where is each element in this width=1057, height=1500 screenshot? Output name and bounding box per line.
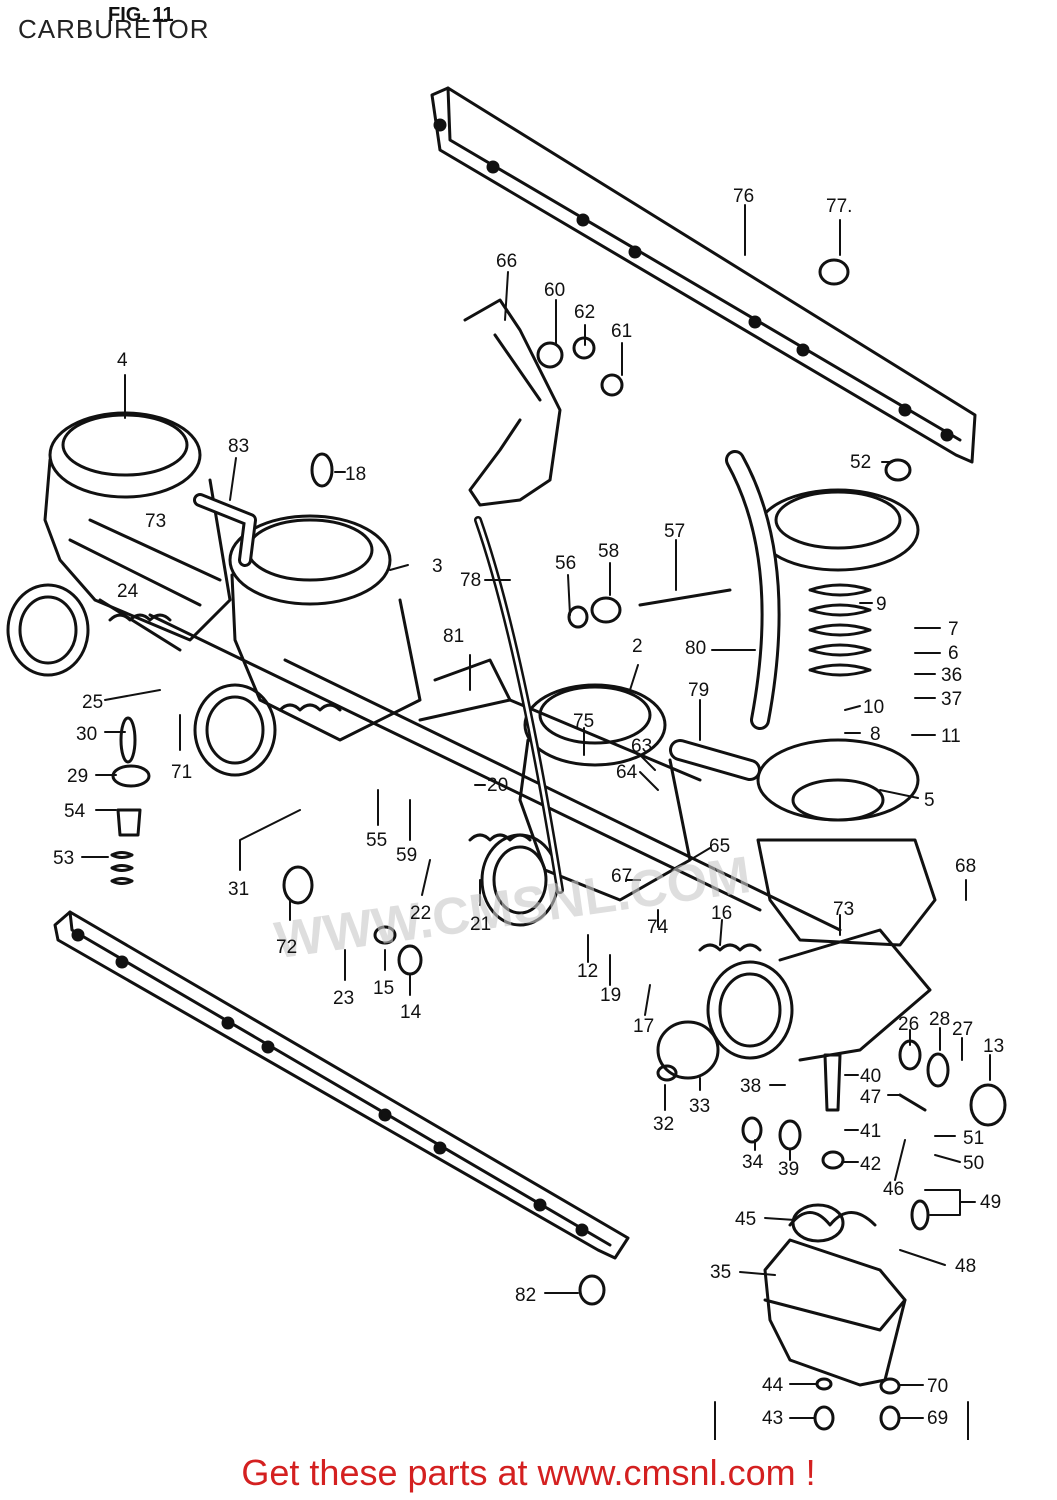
- label-71: 71: [171, 762, 192, 783]
- label-46: 46: [883, 1179, 904, 1200]
- label-15: 15: [373, 978, 394, 999]
- label-62: 62: [574, 302, 595, 323]
- label-83: 83: [228, 436, 249, 457]
- label-55: 55: [366, 830, 387, 851]
- label-47: 47: [860, 1087, 881, 1108]
- label-11: 11: [941, 726, 961, 747]
- label-79: 79: [688, 680, 709, 701]
- label-45: 45: [735, 1209, 756, 1230]
- label-76: 76: [733, 186, 754, 207]
- label-57: 57: [664, 521, 685, 542]
- label-48: 48: [955, 1256, 976, 1277]
- linkage-shafts: [148, 613, 842, 932]
- carburetor-1: [6, 411, 232, 677]
- label-26: 26: [898, 1014, 919, 1035]
- label-56: 56: [555, 553, 576, 574]
- label-73: 73: [145, 511, 166, 532]
- label-72: 72: [276, 937, 297, 958]
- label-33: 33: [689, 1096, 710, 1117]
- label-63: 63: [631, 736, 652, 757]
- carburetor-4: [698, 488, 937, 1062]
- label-38: 38: [740, 1076, 761, 1097]
- label-81: 81: [443, 626, 464, 647]
- label-37: 37: [941, 689, 962, 710]
- leader-lines: [81, 204, 991, 1440]
- float-bowl: [763, 1211, 907, 1387]
- label-53: 53: [53, 848, 74, 869]
- label-29: 29: [67, 766, 88, 787]
- label-23: 23: [333, 988, 354, 1009]
- label-35: 35: [710, 1262, 731, 1283]
- label-13: 13: [983, 1036, 1004, 1057]
- label-54: 54: [64, 801, 86, 822]
- label-58: 58: [598, 541, 619, 562]
- label-16: 16: [711, 903, 732, 924]
- label-12: 12: [577, 961, 598, 982]
- label-59: 59: [396, 845, 417, 866]
- label-34: 34: [742, 1152, 764, 1173]
- label-70: 70: [927, 1376, 948, 1397]
- carburetor-2: [193, 514, 422, 777]
- watermark-text: WWW.CMSNL.COM: [271, 846, 754, 970]
- label-14: 14: [400, 1002, 422, 1023]
- label-68: 68: [955, 856, 976, 877]
- label-25: 25: [82, 692, 103, 713]
- label-75: 75: [573, 711, 594, 732]
- label-24: 24: [117, 581, 139, 602]
- label-41: 41: [860, 1121, 881, 1142]
- label-5: 5: [924, 790, 935, 811]
- page-title: CARBURETOR: [18, 14, 210, 44]
- label-66: 66: [496, 251, 517, 272]
- label-36: 36: [941, 665, 962, 686]
- label-18: 18: [345, 464, 366, 485]
- label-42: 42: [860, 1154, 881, 1175]
- label-77: 77.: [826, 196, 852, 217]
- label-74: 74: [647, 917, 669, 938]
- figure-number: FIG. 11: [108, 4, 174, 26]
- label-3: 3: [432, 556, 443, 577]
- footer-link[interactable]: Get these parts at www.cmsnl.com !: [241, 1452, 816, 1493]
- label-31: 31: [228, 879, 249, 900]
- label-39: 39: [778, 1159, 799, 1180]
- label-27: 27: [952, 1019, 973, 1040]
- label-60: 60: [544, 280, 565, 301]
- hoses: [193, 450, 781, 894]
- label-17: 17: [633, 1016, 654, 1037]
- label-82: 82: [515, 1285, 536, 1306]
- label-43: 43: [762, 1408, 783, 1429]
- throttle-bracket: [463, 298, 562, 507]
- part-labels: 4 83 18 73 3 24 25 30 29 54 53 71 31 55 …: [53, 186, 1004, 1429]
- label-9: 9: [876, 594, 887, 615]
- label-7: 7: [948, 619, 959, 640]
- label-64: 64: [616, 762, 638, 783]
- label-78: 78: [460, 570, 481, 591]
- label-73b: 73: [833, 899, 854, 920]
- label-80: 80: [685, 638, 706, 659]
- label-69: 69: [927, 1408, 948, 1429]
- label-51: 51: [963, 1128, 984, 1149]
- label-10: 10: [863, 697, 884, 718]
- label-44: 44: [762, 1375, 784, 1396]
- label-67: 67: [611, 866, 632, 887]
- label-21: 21: [470, 914, 491, 935]
- label-4: 4: [117, 350, 128, 371]
- label-40: 40: [860, 1066, 881, 1087]
- bottom-mounting-bar: [53, 910, 630, 1260]
- label-22: 22: [410, 903, 431, 924]
- label-19: 19: [600, 985, 621, 1006]
- label-20: 20: [487, 775, 508, 796]
- label-28: 28: [929, 1009, 950, 1030]
- label-8: 8: [870, 724, 881, 745]
- label-52: 52: [850, 452, 871, 473]
- exploded-parts-diagram: WWW.CMSNL.COM 4 83 18 73 3 24 25 30 29 5…: [6, 86, 1007, 1440]
- label-6: 6: [948, 643, 959, 664]
- label-61: 61: [611, 321, 632, 342]
- label-65: 65: [709, 836, 730, 857]
- label-30: 30: [76, 724, 97, 745]
- top-mounting-bar: [430, 86, 977, 464]
- label-50: 50: [963, 1153, 984, 1174]
- label-32: 32: [653, 1114, 674, 1135]
- label-2: 2: [632, 636, 643, 657]
- label-49: 49: [980, 1192, 1001, 1213]
